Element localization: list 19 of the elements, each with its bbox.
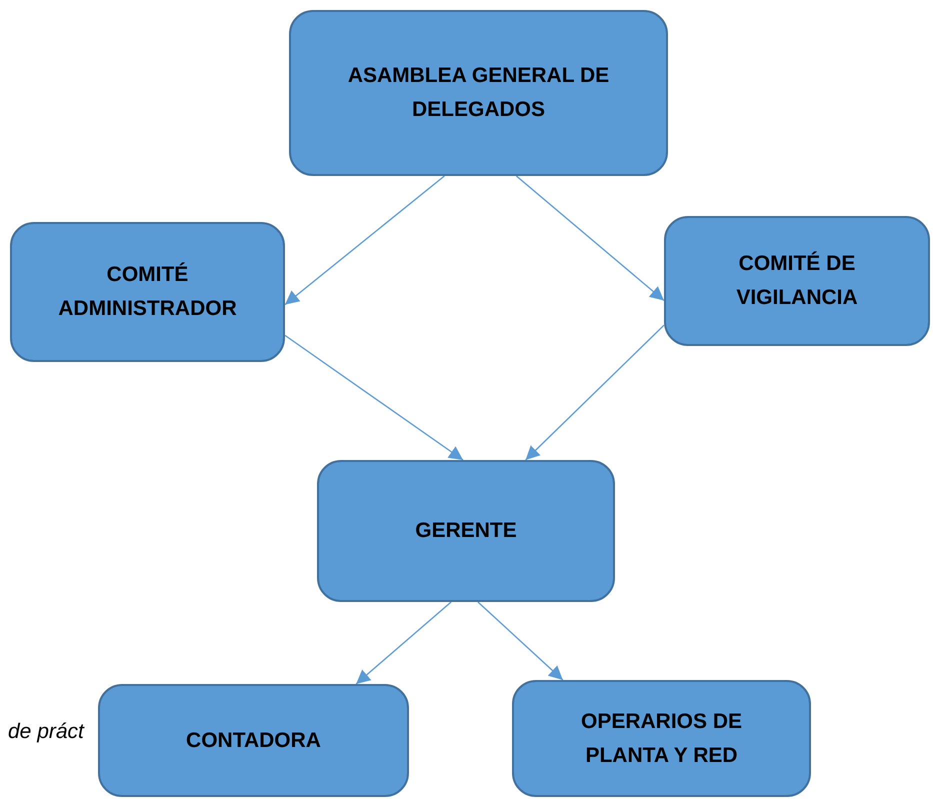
box-title: COMITÉ DE VIGILANCIA bbox=[735, 250, 859, 311]
arrow bbox=[284, 334, 464, 461]
org-box bbox=[512, 680, 811, 797]
org-box bbox=[289, 10, 668, 176]
box-title: COMITÉ ADMINISTRADOR bbox=[57, 261, 238, 322]
arrow bbox=[477, 602, 564, 680]
org-box bbox=[317, 460, 615, 602]
box-title: GERENTE bbox=[414, 518, 518, 544]
org-box bbox=[10, 222, 285, 362]
partial-text: de práct bbox=[8, 720, 84, 744]
box-title: CONTADORA bbox=[185, 728, 322, 754]
org-box bbox=[98, 684, 409, 797]
arrow bbox=[525, 324, 664, 460]
box-title: ASAMBLEA GENERAL DE DELEGADOS bbox=[346, 63, 610, 123]
org-box bbox=[664, 216, 930, 346]
arrow bbox=[284, 176, 445, 306]
arrow bbox=[516, 176, 664, 301]
arrow bbox=[356, 602, 452, 684]
box-title: OPERARIOS DE PLANTA Y RED bbox=[580, 708, 744, 768]
